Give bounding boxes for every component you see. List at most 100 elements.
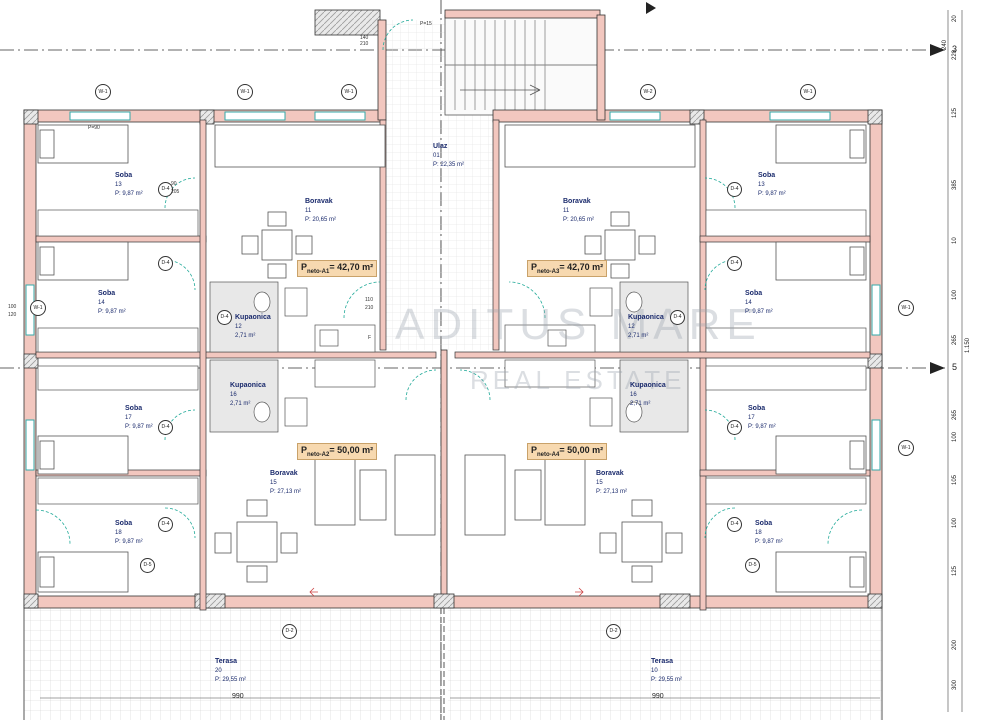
stairwell bbox=[444, 14, 601, 116]
room-name: Soba bbox=[125, 405, 143, 412]
room-area: P: 27,13 m² bbox=[270, 489, 302, 495]
room-area: 2,71 m² bbox=[628, 333, 649, 339]
window-tag: W-1 bbox=[237, 84, 253, 100]
dimension-label: 100 bbox=[952, 431, 958, 442]
room-area: P: 20,65 m² bbox=[305, 217, 337, 223]
room-number: 11 bbox=[305, 208, 312, 214]
area-label-value: = 42,70 m² bbox=[559, 262, 604, 272]
room-name: Kupaonica bbox=[628, 314, 664, 321]
small-annotation: 120 bbox=[8, 312, 17, 318]
axis-label-5: 5 bbox=[952, 362, 958, 372]
window-tag: W-1 bbox=[95, 84, 111, 100]
beds bbox=[37, 124, 867, 593]
area-label-p: P bbox=[301, 445, 308, 455]
wardrobes bbox=[37, 209, 867, 505]
small-annotation: 210 bbox=[360, 41, 369, 47]
room-number: 18 bbox=[755, 530, 762, 536]
room-name: Soba bbox=[748, 405, 766, 412]
area-label-value: = 50,00 m² bbox=[559, 445, 604, 455]
room-number: 15 bbox=[596, 480, 603, 486]
small-annotation: P=90 bbox=[88, 125, 100, 131]
room-name: Soba bbox=[115, 520, 133, 527]
room-name: Kupaonica bbox=[630, 382, 666, 389]
dimension-label: 125 bbox=[952, 565, 958, 576]
dimension-label: 125 bbox=[952, 107, 958, 118]
room-area: P: 29,55 m² bbox=[651, 677, 683, 683]
terrace-left bbox=[24, 608, 442, 720]
room-number: 18 bbox=[115, 530, 122, 536]
entrance-number: 01 bbox=[433, 153, 440, 159]
apartment-area-label: Pneto-A3= 42,70 m² bbox=[527, 260, 608, 277]
dimension-label: 265 bbox=[952, 409, 958, 420]
kitchens bbox=[314, 324, 596, 388]
small-annotation: 205 bbox=[171, 189, 180, 195]
axis-label-3: 3 bbox=[952, 44, 958, 54]
dimension-label: 10 bbox=[952, 237, 958, 244]
small-annotation: P=15 bbox=[420, 21, 432, 27]
dimension-label: 200 bbox=[952, 639, 958, 650]
dimension-label: 385 bbox=[952, 179, 958, 190]
room-area: P: 9,87 m² bbox=[125, 424, 153, 430]
room-area: P: 20,65 m² bbox=[563, 217, 595, 223]
door-tag: D-2 bbox=[282, 624, 297, 639]
room-area: 2,71 m² bbox=[630, 401, 651, 407]
dimension-label: 220 bbox=[952, 49, 958, 60]
dimension-label: 100 bbox=[952, 289, 958, 300]
room-number: 12 bbox=[628, 324, 635, 330]
door-tag: D-4 bbox=[158, 182, 173, 197]
dimension-label-bottom: 990 bbox=[232, 693, 244, 700]
window-tag: W-2 bbox=[640, 84, 656, 100]
entrance-name: Ulaz bbox=[433, 143, 448, 150]
door-tag: D-4 bbox=[727, 256, 742, 271]
room-number: 14 bbox=[98, 300, 105, 306]
room-number: 20 bbox=[215, 668, 222, 674]
dimension-lines bbox=[40, 10, 963, 712]
room-number: 12 bbox=[235, 324, 242, 330]
area-label-value: = 42,70 m² bbox=[329, 262, 374, 272]
window-tag: W-1 bbox=[30, 300, 46, 316]
dimension-label: 100 bbox=[952, 517, 958, 528]
room-number: 11 bbox=[563, 208, 570, 214]
room-area: P: 9,87 m² bbox=[745, 309, 773, 315]
room-name: Soba bbox=[745, 290, 763, 297]
room-name: Soba bbox=[758, 172, 776, 179]
door-swings bbox=[35, 19, 863, 545]
room-name: Kupaonica bbox=[230, 382, 266, 389]
window-tag: W-1 bbox=[341, 84, 357, 100]
small-annotation: 210 bbox=[365, 305, 374, 311]
entry-arrows bbox=[309, 587, 584, 597]
room-area: P: 9,87 m² bbox=[115, 539, 143, 545]
terrace-right bbox=[448, 608, 882, 720]
room-area: P: 9,87 m² bbox=[115, 191, 143, 197]
dimension-label: 20 bbox=[952, 15, 958, 22]
area-label-p: P bbox=[531, 262, 538, 272]
dimension-label: 105 bbox=[952, 474, 958, 485]
door-tag: D-5 bbox=[140, 558, 155, 573]
room-name: Terasa bbox=[651, 658, 674, 665]
area-label-sub: neto-A4 bbox=[537, 451, 560, 458]
room-number: 16 bbox=[230, 392, 237, 398]
door-tag: D-4 bbox=[727, 517, 742, 532]
room-name: Boravak bbox=[563, 198, 591, 205]
area-label-sub: neto-A3 bbox=[537, 268, 560, 275]
dimension-label: 1.150 bbox=[965, 337, 971, 353]
room-name: Soba bbox=[115, 172, 133, 179]
door-tag: D-4 bbox=[727, 420, 742, 435]
room-area: P: 9,87 m² bbox=[98, 309, 126, 315]
room-area: P: 27,13 m² bbox=[596, 489, 628, 495]
room-name: Boravak bbox=[270, 470, 298, 477]
area-label-p: P bbox=[301, 262, 308, 272]
room-number: 16 bbox=[630, 392, 637, 398]
room-area: P: 9,87 m² bbox=[758, 191, 786, 197]
dimension-label-bottom: 990 bbox=[652, 693, 664, 700]
room-area: P: 29,55 m² bbox=[215, 677, 247, 683]
room-name: Kupaonica bbox=[235, 314, 271, 321]
window-tag: W-1 bbox=[898, 300, 914, 316]
room-name: Boravak bbox=[305, 198, 333, 205]
small-annotation: 110 bbox=[365, 297, 373, 303]
room-name: Soba bbox=[755, 520, 773, 527]
entrance-area: P: 22,35 m² bbox=[433, 162, 465, 168]
apartment-area-label: Pneto-A1= 42,70 m² bbox=[297, 260, 378, 277]
door-tag: D-4 bbox=[670, 310, 685, 325]
